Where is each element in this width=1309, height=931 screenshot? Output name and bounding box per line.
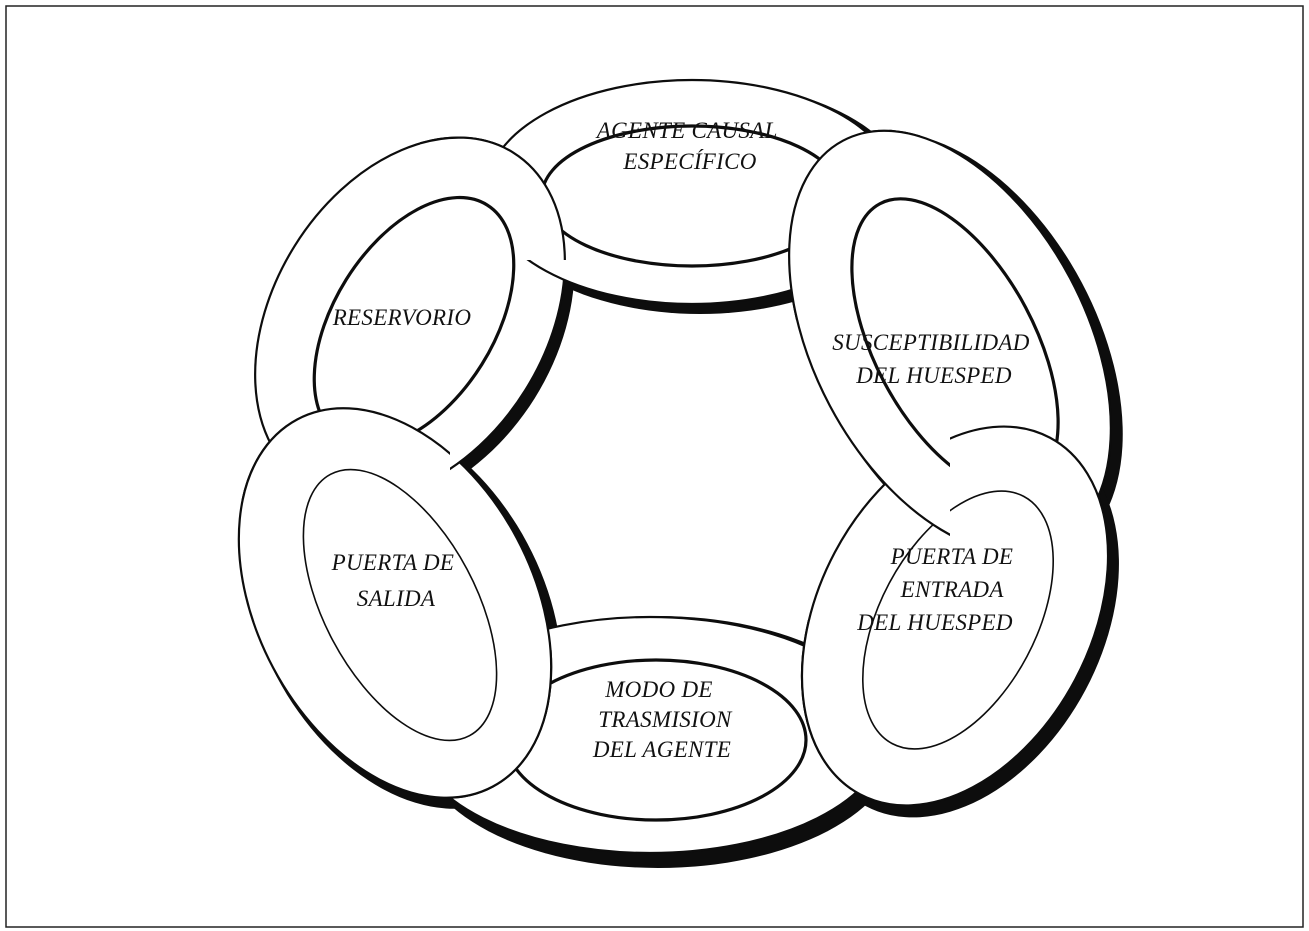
label-reservorio: RESERVORIO [332,305,472,330]
label-modo-trasmision: MODO DE TRASMISION DEL AGENTE [592,677,738,762]
